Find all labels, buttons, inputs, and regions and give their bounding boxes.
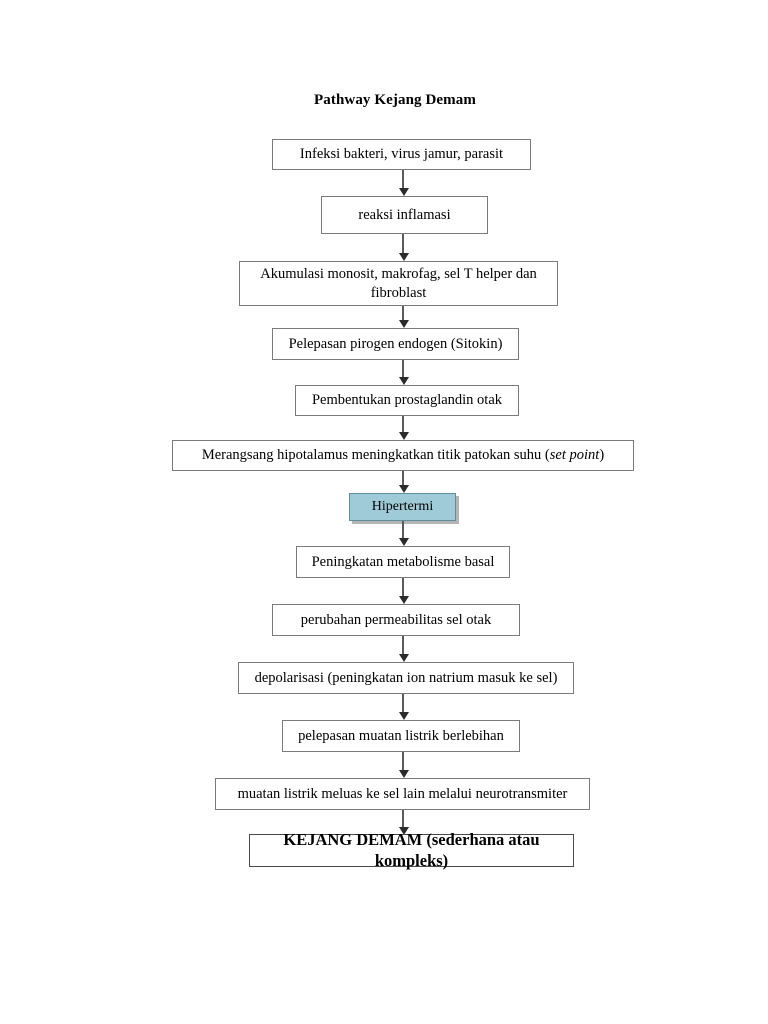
node-label: reaksi inflamasi	[358, 206, 451, 223]
node-pelepasan-muatan-listrik: pelepasan muatan listrik berlebihan	[282, 720, 520, 752]
node-infeksi: Infeksi bakteri, virus jamur, parasit	[272, 139, 531, 170]
node-hipertermi: Hipertermi	[349, 493, 456, 521]
node-merangsang-hipotalamus: Merangsang hipotalamus meningkatkan titi…	[172, 440, 634, 471]
node-label: depolarisasi (peningkatan ion natrium ma…	[254, 669, 558, 686]
page-title: Pathway Kejang Demam	[314, 92, 476, 108]
node-label: Hipertermi	[371, 499, 434, 515]
node-label: KEJANG DEMAM (sederhana atau kompleks)	[283, 829, 540, 870]
node-label: Akumulasi monosit, makrofag, sel T helpe…	[260, 266, 537, 301]
node-label-italic: set point	[549, 447, 600, 464]
node-label-prefix: Merangsang hipotalamus meningkatkan titi…	[201, 447, 550, 464]
node-kejang-demam: KEJANG DEMAM (sederhana atau kompleks)	[249, 830, 574, 870]
node-akumulasi-monosit: Akumulasi monosit, makrofag, sel T helpe…	[239, 261, 558, 306]
node-depolarisasi: depolarisasi (peningkatan ion natrium ma…	[238, 662, 574, 694]
node-reaksi-inflamasi: reaksi inflamasi	[321, 196, 488, 234]
node-muatan-listrik-meluas: muatan listrik meluas ke sel lain melalu…	[215, 778, 590, 810]
node-label-suffix: )	[599, 447, 605, 464]
node-pelepasan-pirogen: Pelepasan pirogen endogen (Sitokin)	[272, 328, 519, 360]
node-label: Peningkatan metabolisme basal	[311, 553, 495, 570]
node-label: Pembentukan prostaglandin otak	[311, 392, 503, 409]
node-label: Merangsang hipotalamus meningkatkan titi…	[202, 446, 604, 464]
node-pembentukan-prostaglandin: Pembentukan prostaglandin otak	[295, 385, 519, 416]
node-label: Pelepasan pirogen endogen (Sitokin)	[288, 335, 503, 352]
node-label: Infeksi bakteri, virus jamur, parasit	[299, 146, 504, 163]
node-perubahan-permeabilitas: perubahan permeabilitas sel otak	[272, 604, 520, 636]
node-peningkatan-metabolisme: Peningkatan metabolisme basal	[296, 546, 510, 578]
node-label: perubahan permeabilitas sel otak	[300, 611, 492, 628]
node-label: pelepasan muatan listrik berlebihan	[298, 727, 504, 744]
node-label: muatan listrik meluas ke sel lain melalu…	[237, 785, 568, 802]
